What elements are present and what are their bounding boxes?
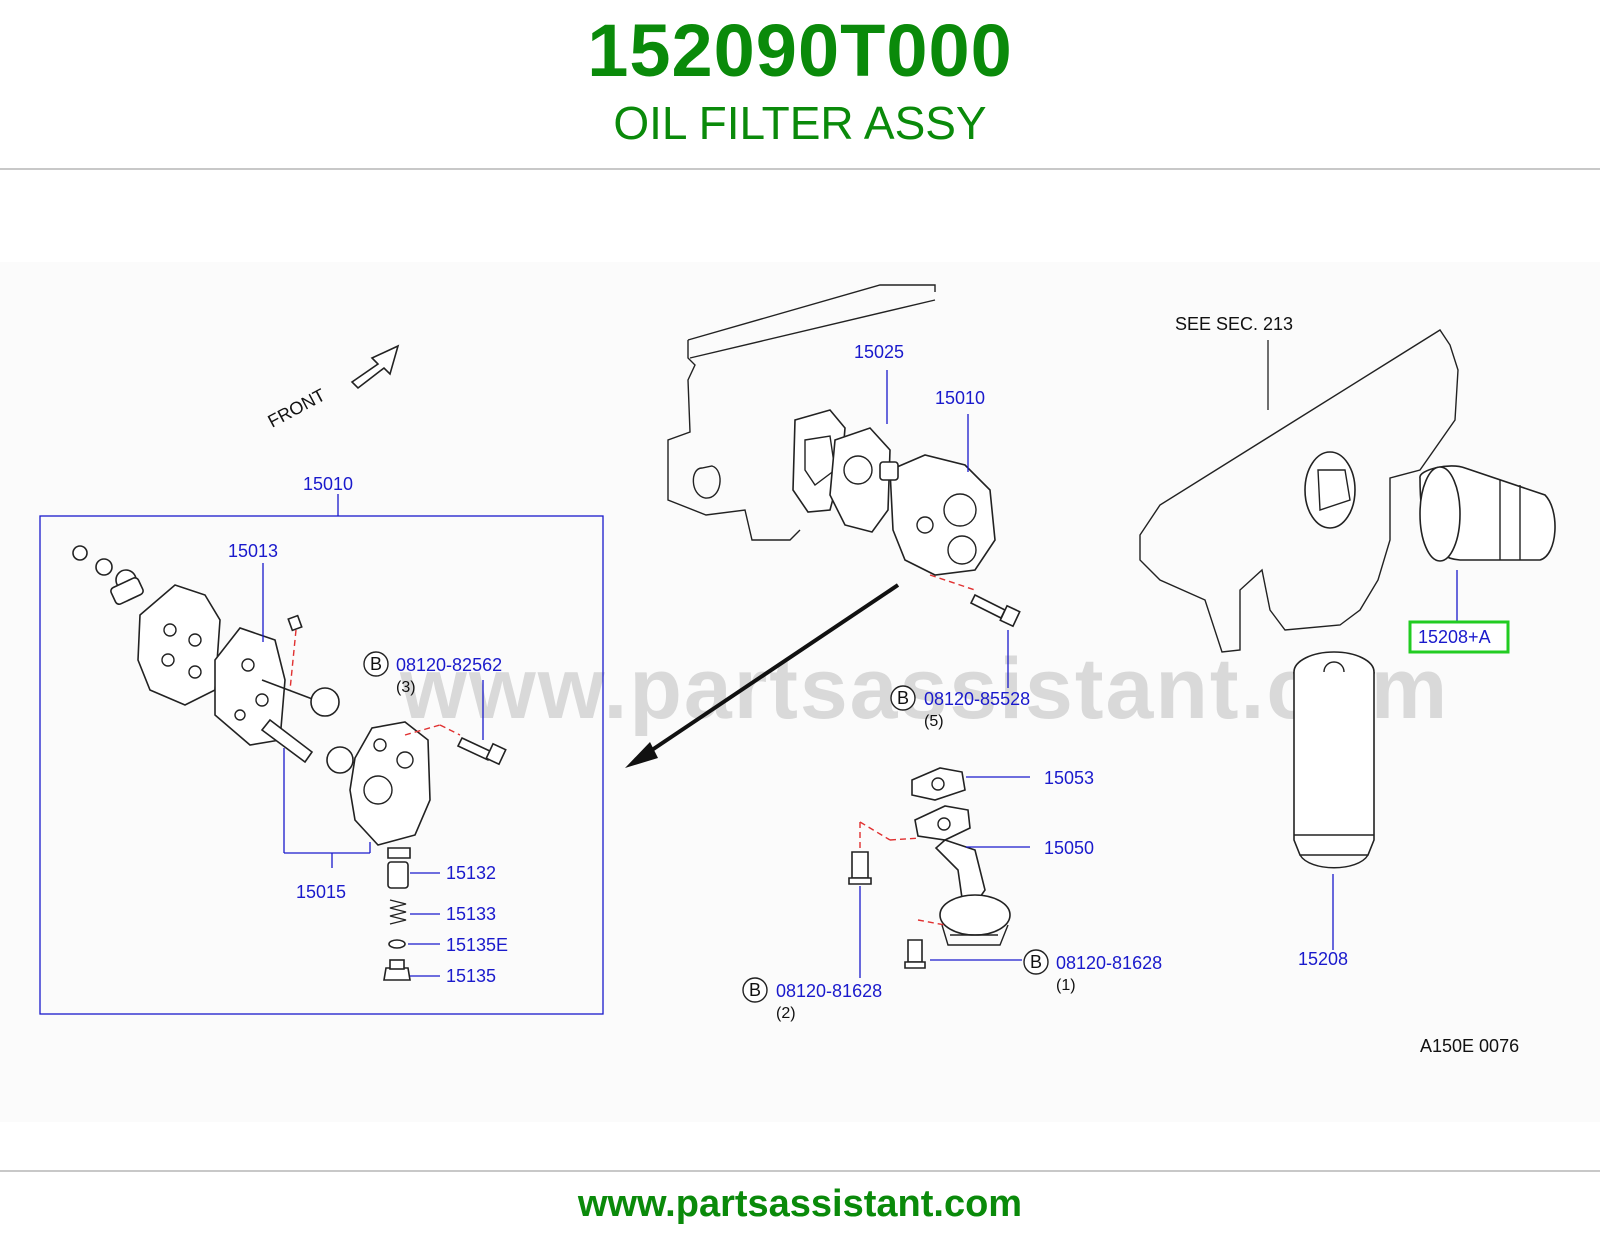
front-label: FRONT (264, 385, 328, 432)
watermark-text: www.partsassistant.com (399, 641, 1449, 737)
part-name-subtitle: OIL FILTER ASSY (613, 97, 987, 149)
callout-15010-inset[interactable]: 15010 (303, 474, 353, 494)
callout-08120-85528[interactable]: 08120-85528 (924, 689, 1030, 709)
qty-5: (5) (924, 713, 944, 730)
callout-15013[interactable]: 15013 (228, 541, 278, 561)
callout-15132[interactable]: 15132 (446, 863, 496, 883)
callout-15025[interactable]: 15025 (854, 342, 904, 362)
callout-08120-81628-b[interactable]: 08120-81628 (776, 981, 882, 1001)
oil-pump-exploded-drawing (72, 545, 507, 981)
callout-08120-82562[interactable]: 08120-82562 (396, 655, 502, 675)
qty-3: (3) (396, 679, 416, 696)
callout-08120-81628-a[interactable]: 08120-81628 (1056, 953, 1162, 973)
callout-15015[interactable]: 15015 (296, 882, 346, 902)
page-header: 152090T000 OIL FILTER ASSY (0, 0, 1600, 168)
callout-15208-a[interactable]: 15208+A (1418, 627, 1491, 647)
bolt-marker-b-3: B (1030, 952, 1042, 972)
front-arrow-icon (350, 344, 400, 390)
oil-strainer-drawing (848, 767, 1011, 969)
diagram-code: A150E 0076 (1420, 1036, 1519, 1056)
see-section-label: SEE SEC. 213 (1175, 314, 1293, 334)
part-number-title: 152090T000 (587, 9, 1013, 92)
callout-15050[interactable]: 15050 (1044, 838, 1094, 858)
callout-15208[interactable]: 15208 (1298, 949, 1348, 969)
bolt-marker-b-2: B (897, 688, 909, 708)
qty-1: (1) (1056, 977, 1076, 994)
footer-divider (0, 1170, 1600, 1172)
bolt-marker-b: B (370, 654, 382, 674)
callout-15135e[interactable]: 15135E (446, 935, 508, 955)
callout-15010[interactable]: 15010 (935, 388, 985, 408)
callout-15135[interactable]: 15135 (446, 966, 496, 986)
engine-block-drawing (667, 284, 936, 541)
oil-pan-drawing (1139, 329, 1459, 653)
inset-box (39, 515, 604, 1015)
callout-15133[interactable]: 15133 (446, 904, 496, 924)
footer-url-link[interactable]: www.partsassistant.com (577, 1183, 1023, 1225)
oil-filter-drawing (1293, 651, 1375, 869)
highlight-frame (1408, 620, 1510, 654)
callout-15053[interactable]: 15053 (1044, 768, 1094, 788)
header-divider (0, 168, 1600, 170)
oil-filter-highlighted-drawing (1419, 465, 1556, 562)
bolt-marker-b-4: B (749, 980, 761, 1000)
qty-2: (2) (776, 1005, 796, 1022)
oil-pump-body-drawing (792, 409, 1021, 628)
